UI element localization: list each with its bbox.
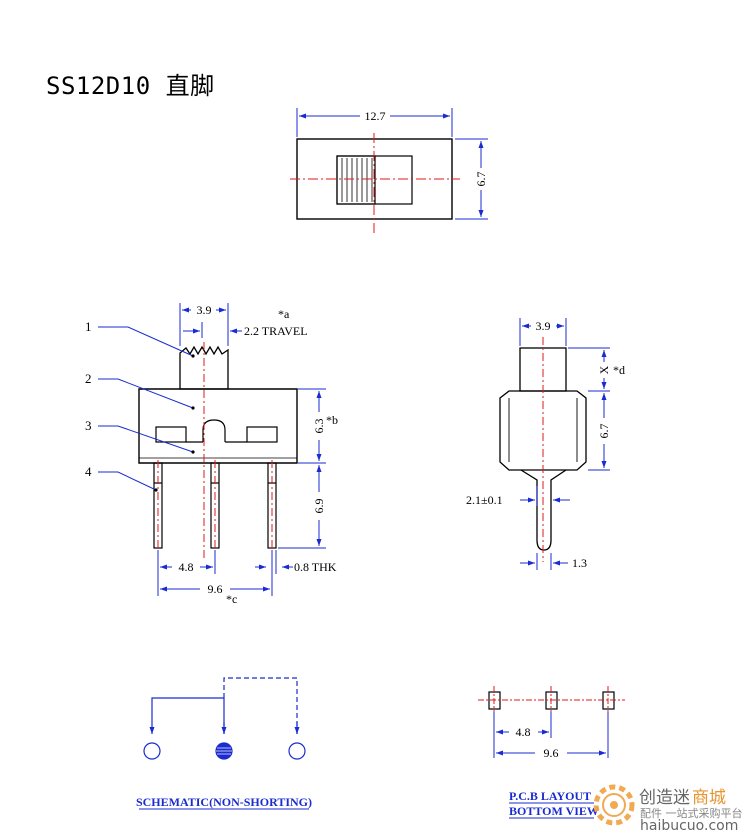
end-x-dim: X — [597, 365, 611, 374]
pcb-caption-2: BOTTOM VIEW — [509, 804, 599, 818]
end-actuator-dim: 3.9 — [536, 319, 551, 333]
part-label-2: 2 — [85, 371, 92, 386]
pin-pitch-dim: 4.8 — [179, 560, 194, 574]
schematic-wire-closed — [151, 697, 225, 734]
schematic-terminal-3 — [288, 742, 306, 760]
side-view: 1 2 3 4 3.9 *a 2.2 TRAVEL 6.3 *b — [85, 303, 338, 606]
side-window-left — [155, 426, 187, 443]
watermark: 创造迷 商城 haibucuo.com 配件 一站式采购平台 — [593, 784, 743, 834]
watermark-brand: 创造迷 — [639, 788, 690, 808]
side-pin-length-dim: 6.9 — [312, 499, 326, 514]
schematic-terminal-1 — [143, 742, 161, 760]
note-c: *c — [226, 592, 237, 606]
side-actuator-dim: 3.9 — [197, 303, 212, 317]
end-pin — [520, 469, 567, 551]
note-d: *d — [613, 363, 625, 377]
watermark-tagline: 配件 一站式采购平台 — [640, 806, 743, 820]
side-body-height-dim: 6.3 — [312, 419, 326, 434]
end-body-height-dim: 6.7 — [597, 424, 611, 439]
side-window-right — [246, 426, 278, 443]
top-view-knob — [336, 155, 376, 205]
end-pin-thk-dim: 1.3 — [572, 556, 587, 570]
pcb-caption-1: P.C.B LAYOUT — [509, 789, 591, 803]
pcb-span-dim: 9.6 — [544, 746, 559, 760]
end-view: 3.9 X *d 6.7 2.1±0.1 1.3 — [466, 318, 625, 570]
gear-logo-icon — [593, 784, 635, 826]
travel-dim: 2.2 TRAVEL — [244, 324, 308, 338]
part-label-1: 1 — [85, 319, 92, 334]
top-width-dim: 12.7 — [365, 109, 386, 123]
schematic-wire-open — [223, 677, 298, 734]
note-a: *a — [278, 307, 290, 321]
pin-span-dim: 9.6 — [208, 582, 223, 596]
part-label-3: 3 — [85, 418, 92, 433]
note-b: *b — [326, 413, 338, 427]
schematic: SCHEMATIC(NON-SHORTING) — [136, 677, 312, 810]
side-actuator — [179, 345, 229, 390]
side-centerlines — [157, 342, 273, 560]
schematic-caption: SCHEMATIC(NON-SHORTING) — [136, 795, 312, 809]
top-view-knob-ribs — [341, 158, 373, 202]
watermark-brand-suffix: 商城 — [692, 788, 726, 808]
page-title: SS12D10 直脚 — [46, 72, 215, 100]
top-view: 12.7 6.7 — [290, 108, 488, 236]
part-label-4: 4 — [85, 464, 92, 479]
pin-thickness-dim: 0.8 THK — [294, 560, 337, 574]
pcb-pitch-dim: 4.8 — [516, 725, 531, 739]
end-pin-width-dim: 2.1±0.1 — [466, 493, 503, 507]
pcb-layout: 4.8 9.6 P.C.B LAYOUT BOTTOM VIEW — [478, 686, 625, 819]
side-body — [138, 388, 298, 464]
side-leaders — [98, 326, 194, 491]
side-center-notch — [202, 419, 226, 442]
watermark-domain: haibucuo.com — [640, 818, 738, 834]
top-height-dim: 6.7 — [474, 172, 488, 187]
end-body — [499, 390, 587, 471]
